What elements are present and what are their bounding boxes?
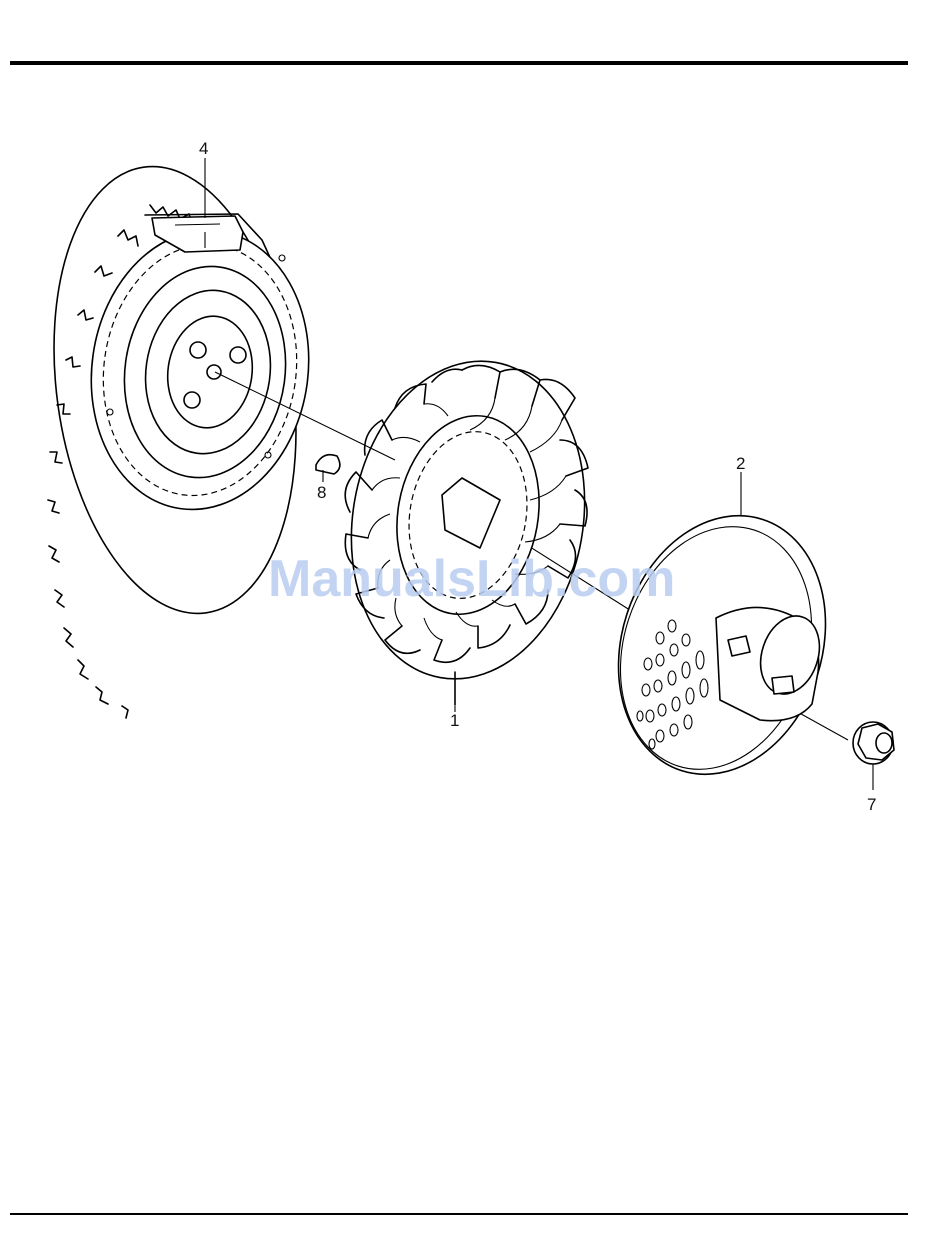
callout-4: 4: [199, 139, 208, 158]
woodruff-key-part[interactable]: [316, 455, 340, 474]
callout-1: 1: [450, 711, 459, 730]
flange-nut-part[interactable]: [853, 722, 894, 764]
callout-8: 8: [317, 483, 326, 502]
bottom-rule: [10, 1213, 908, 1215]
screen-hub-tab-1: [728, 636, 750, 656]
flywheel-small-hole-1: [279, 255, 285, 261]
callout-7: 7: [867, 795, 876, 814]
screen-hub-tab-2: [772, 676, 794, 694]
watermark: ManualsLib.com: [268, 550, 675, 608]
woodruff-key: [316, 455, 340, 474]
cooling-fan-part[interactable]: [327, 342, 609, 705]
flywheel-part[interactable]: [27, 151, 327, 718]
nut-bore: [876, 733, 892, 753]
fan-screen-part[interactable]: [586, 489, 858, 802]
callout-2: 2: [736, 454, 745, 473]
